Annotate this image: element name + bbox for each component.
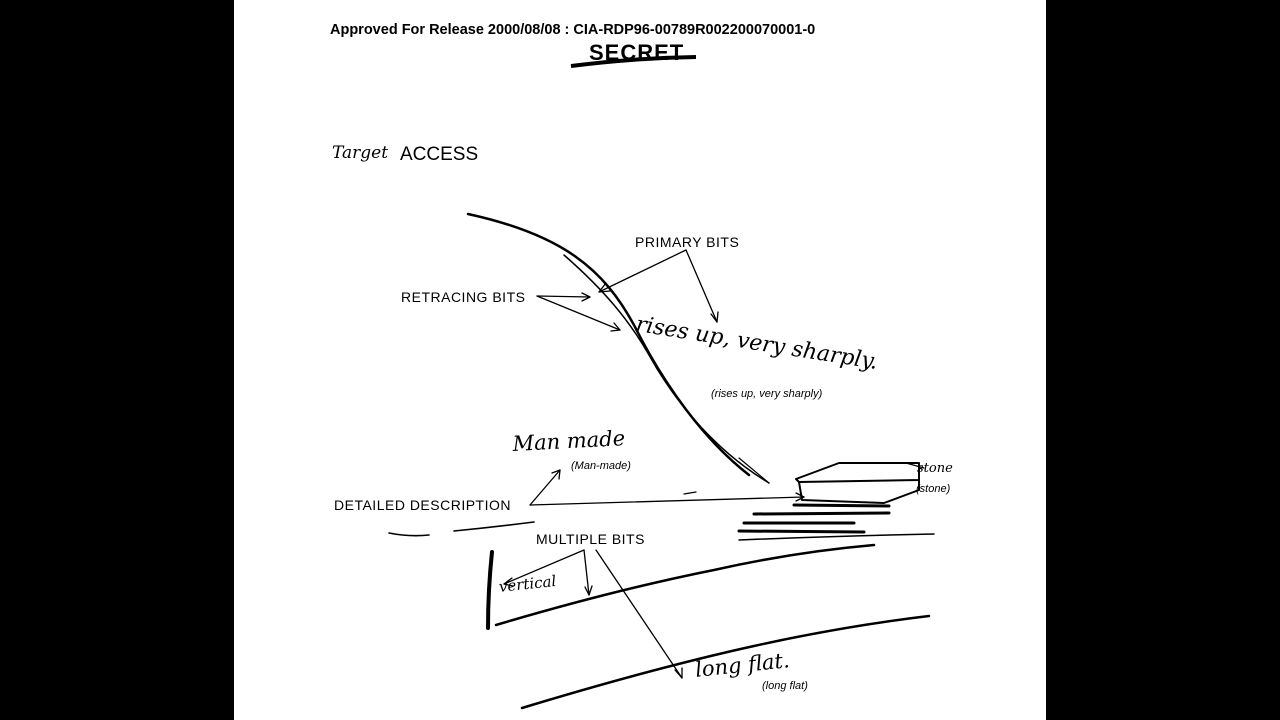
stone-top (795, 462, 920, 483)
caption-rises: (rises up, very sharply) (711, 388, 823, 400)
retracing-arrow-1-head (581, 292, 591, 302)
primary-arrow-2-head (710, 311, 719, 323)
document-page: Approved For Release 2000/08/08 : CIA-RD… (234, 0, 1046, 720)
multiple-arrow-2 (583, 549, 590, 596)
label-detailed-description: DETAILED DESCRIPTION (334, 497, 511, 513)
label-retracing-bits: RETRACING BITS (401, 289, 526, 305)
caption-stone: (stone) (916, 483, 951, 495)
lower-ground-line (520, 614, 931, 710)
caption-long-flat: (long flat) (762, 680, 808, 692)
slope-line (466, 212, 751, 477)
ground-stroke-2 (453, 521, 535, 532)
primary-arrow-1 (598, 249, 687, 293)
page-title: ACCESS (400, 144, 479, 165)
multiple-arrow-3 (595, 549, 683, 679)
stone-shadow-1 (792, 503, 891, 508)
ground-stroke-1 (388, 532, 430, 537)
sketch-drawing (388, 212, 935, 710)
multiple-arrow-2-head (584, 585, 593, 596)
title-prefix: Target (332, 143, 389, 163)
detail-arrow-manmade-head (551, 469, 561, 480)
detail-arrow-manmade (529, 469, 561, 506)
multiple-arrow-3-head (674, 667, 683, 679)
slope-tail (738, 457, 770, 484)
multiple-arrow-1 (503, 549, 585, 585)
ground-dash (683, 491, 697, 495)
primary-arrow-1-head (598, 282, 611, 293)
multiple-arrow-1-head (503, 577, 514, 587)
retracing-arrow-1 (536, 295, 591, 298)
stone-base (738, 533, 935, 541)
stone-shadow-2 (752, 511, 891, 516)
upper-ground-line (494, 543, 876, 627)
label-multiple-bits: MULTIPLE BITS (536, 531, 645, 547)
primary-arrow-2 (685, 249, 718, 323)
handwriting-stone: stone (917, 461, 953, 476)
retracing-arrow-2 (536, 295, 621, 331)
retracing-arrow-2-head (610, 322, 621, 332)
detail-arrow-stone-head (795, 492, 805, 502)
stone-face (798, 479, 920, 504)
stone-pointer (905, 462, 925, 469)
detail-arrow-stone (529, 496, 805, 506)
release-header: Approved For Release 2000/08/08 : CIA-RD… (330, 22, 816, 38)
vertical-edge (486, 550, 494, 630)
stone-shadow-4 (737, 529, 866, 534)
slope-line-2 (563, 254, 770, 484)
caption-man-made: (Man-made) (571, 460, 631, 472)
label-primary-bits: PRIMARY BITS (635, 234, 740, 250)
